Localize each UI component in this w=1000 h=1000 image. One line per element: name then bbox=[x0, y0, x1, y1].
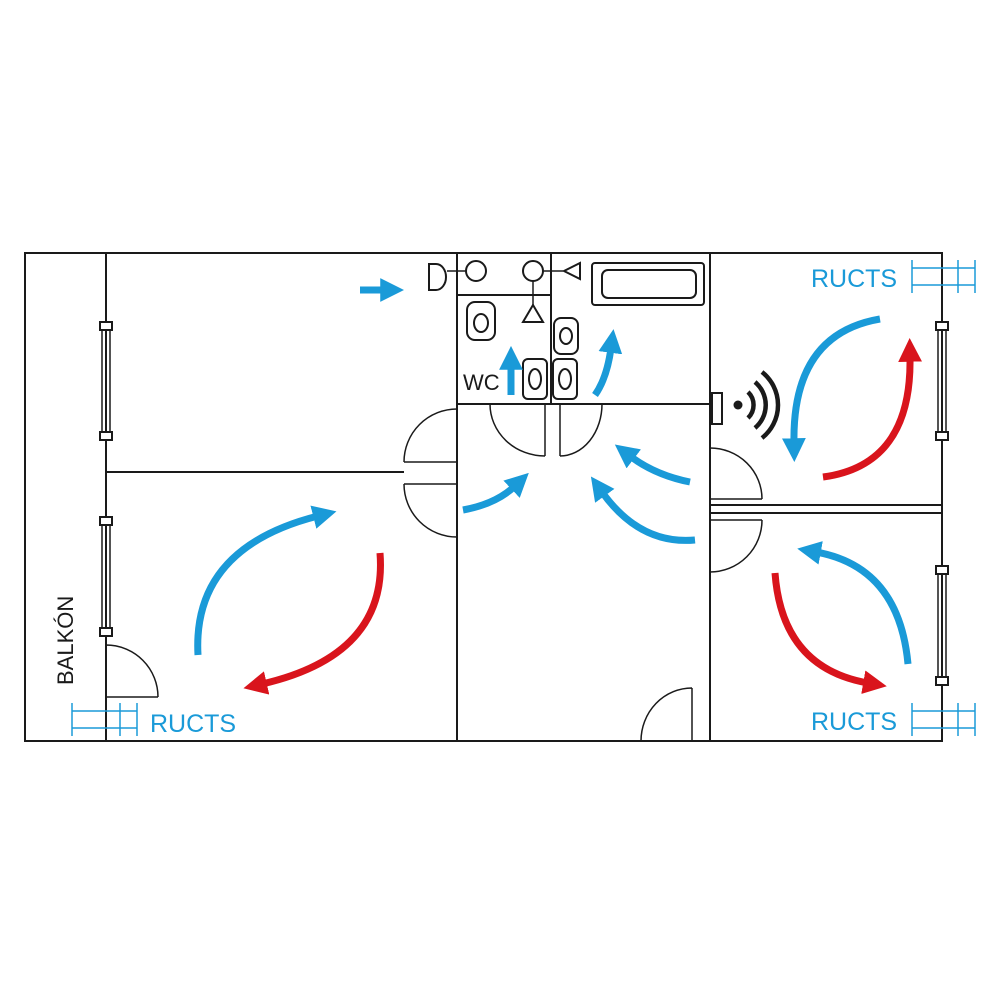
door-balcony bbox=[105, 644, 159, 698]
fixture-appliances-wc bbox=[522, 358, 578, 400]
supply-arrow-left-room bbox=[194, 505, 337, 656]
door-left-lower bbox=[403, 483, 458, 538]
ructs-label-bottom-left: RUCTS bbox=[150, 710, 236, 738]
exhaust-arrow-right-lower bbox=[771, 572, 887, 694]
ructs-label-bottom-right: RUCTS bbox=[811, 708, 897, 736]
window-right-lower bbox=[935, 565, 949, 686]
doors bbox=[105, 403, 763, 742]
fixture-toilet-bath bbox=[553, 317, 579, 355]
wireless-signal-icon bbox=[733, 370, 781, 440]
fixture-round-right bbox=[521, 260, 581, 323]
controller-box bbox=[711, 392, 723, 425]
supply-arrow-hall-lower bbox=[590, 476, 696, 544]
exhaust-arrow-left-room bbox=[243, 552, 384, 695]
supply-arrow-right-upper bbox=[782, 315, 881, 463]
door-right-upper bbox=[709, 447, 763, 500]
wc-label: WC bbox=[463, 370, 500, 395]
door-bath bbox=[559, 403, 603, 457]
ructs-unit-top-right bbox=[911, 260, 976, 293]
fixture-round-left bbox=[447, 260, 487, 282]
fixture-bathtub bbox=[591, 262, 705, 306]
wireless-controller bbox=[711, 370, 781, 440]
supply-arrow-hall-to-bath bbox=[614, 444, 691, 486]
door-wc bbox=[489, 403, 546, 457]
airflow-arrows bbox=[194, 278, 922, 695]
door-left-upper bbox=[403, 408, 458, 463]
balkon-label: BALKÓN bbox=[53, 596, 78, 685]
window-left-upper bbox=[99, 321, 113, 441]
window-left-lower bbox=[99, 516, 113, 637]
supply-arrow-bath bbox=[592, 329, 623, 398]
supply-arrow-right-lower bbox=[797, 541, 912, 665]
fixture-toilet-wc bbox=[466, 301, 496, 341]
ructs-label-top-right: RUCTS bbox=[811, 265, 897, 293]
supply-arrow-hall-to-wc bbox=[462, 472, 529, 514]
fixture-basin-hall bbox=[428, 263, 447, 291]
ructs-unit-bottom-right bbox=[911, 703, 976, 736]
ructs-unit-bottom-left bbox=[71, 703, 138, 736]
ructs-unit-icon bbox=[71, 260, 976, 736]
door-entrance bbox=[640, 687, 693, 742]
window-right-upper bbox=[935, 321, 949, 441]
exhaust-arrow-right-upper bbox=[822, 337, 922, 481]
door-right-lower bbox=[709, 519, 763, 573]
